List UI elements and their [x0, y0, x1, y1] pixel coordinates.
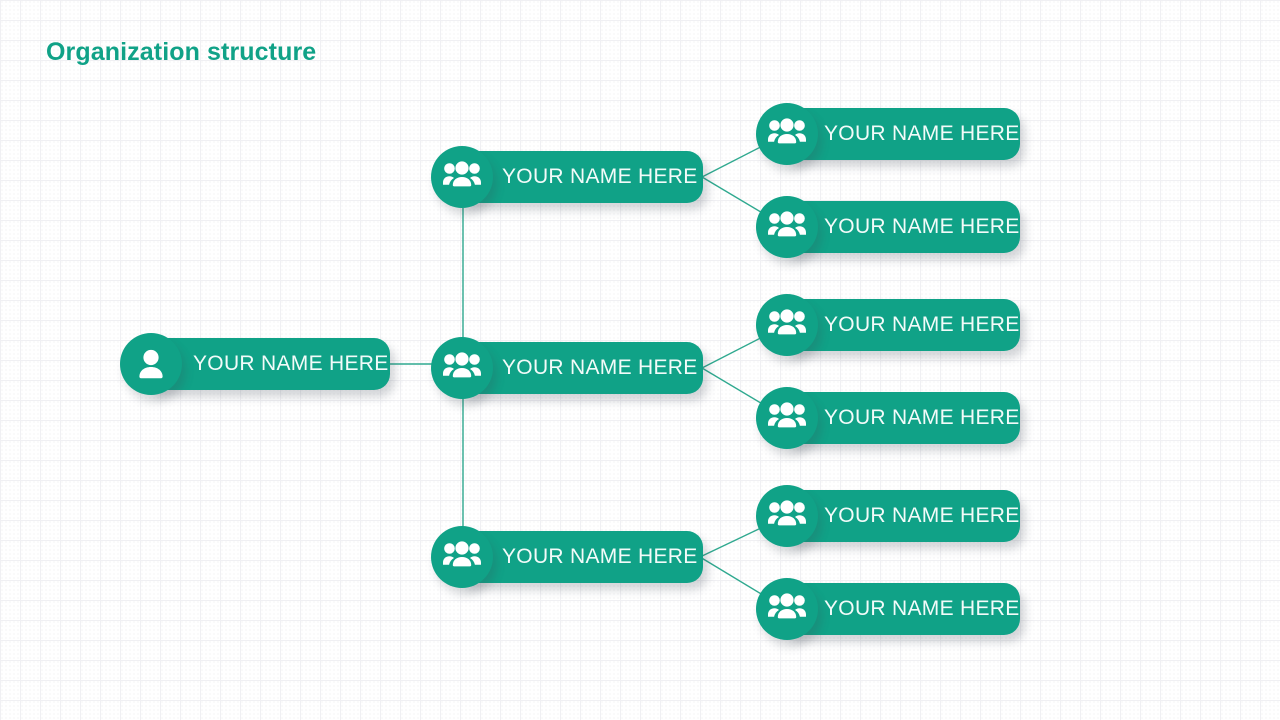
org-node-label: YOUR NAME HERE — [824, 215, 1020, 238]
node-bar — [787, 299, 1020, 351]
group-people-icon — [443, 541, 481, 567]
org-node-label: YOUR NAME HERE — [193, 352, 389, 375]
org-node-leaf-1[interactable]: YOUR NAME HERE — [756, 103, 1020, 165]
group-people-icon — [768, 309, 806, 335]
node-bar — [787, 490, 1020, 542]
org-node-leaf-3[interactable]: YOUR NAME HERE — [756, 294, 1020, 356]
org-node-label: YOUR NAME HERE — [502, 165, 698, 188]
group-people-icon — [768, 500, 806, 526]
node-bar — [462, 342, 703, 394]
org-node-label: YOUR NAME HERE — [824, 504, 1020, 527]
single-person-icon — [139, 349, 163, 379]
node-bar — [462, 531, 703, 583]
node-bar — [787, 108, 1020, 160]
page-title: Organization structure — [46, 38, 317, 66]
org-node-label: YOUR NAME HERE — [824, 313, 1020, 336]
group-people-icon — [768, 593, 806, 619]
node-bar — [462, 151, 703, 203]
node-bar — [787, 583, 1020, 635]
org-node-leaf-6[interactable]: YOUR NAME HERE — [756, 578, 1020, 640]
group-people-icon — [768, 211, 806, 237]
org-node-branch-1[interactable]: YOUR NAME HERE — [431, 146, 703, 208]
org-node-leaf-4[interactable]: YOUR NAME HERE — [756, 387, 1020, 449]
node-bar — [151, 338, 390, 390]
org-node-branch-2[interactable]: YOUR NAME HERE — [431, 337, 703, 399]
org-node-branch-3[interactable]: YOUR NAME HERE — [431, 526, 703, 588]
group-people-icon — [768, 118, 806, 144]
group-people-icon — [443, 352, 481, 378]
org-node-label: YOUR NAME HERE — [824, 122, 1020, 145]
group-people-icon — [443, 161, 481, 187]
org-node-root[interactable]: YOUR NAME HERE — [120, 333, 390, 395]
org-node-label: YOUR NAME HERE — [824, 597, 1020, 620]
node-bar — [787, 392, 1020, 444]
node-bar — [787, 201, 1020, 253]
org-node-label: YOUR NAME HERE — [824, 406, 1020, 429]
org-node-leaf-5[interactable]: YOUR NAME HERE — [756, 485, 1020, 547]
org-node-leaf-2[interactable]: YOUR NAME HERE — [756, 196, 1020, 258]
org-node-label: YOUR NAME HERE — [502, 356, 698, 379]
org-node-label: YOUR NAME HERE — [502, 545, 698, 568]
group-people-icon — [768, 402, 806, 428]
